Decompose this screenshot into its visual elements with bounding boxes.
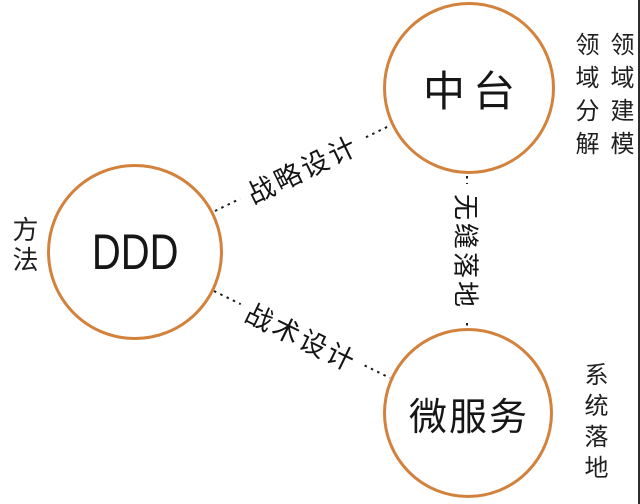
side-label-domain-decomposition: 领域分解	[571, 32, 598, 164]
node-ddd-label: DDD	[91, 224, 179, 280]
node-ddd-circle: DDD	[47, 164, 223, 340]
screenshot-right-edge-line	[638, 0, 640, 504]
node-microservices-label: 微服务	[408, 396, 529, 439]
node-microservices-circle: 微服务	[383, 328, 553, 498]
node-zhongtai-circle: 中台	[383, 2, 555, 174]
side-label-system-landing: 系统落地	[580, 362, 607, 486]
side-label-method: 方法	[9, 216, 39, 276]
side-label-domain-modeling: 领域建模	[606, 32, 633, 164]
node-zhongtai-label: 中台	[422, 67, 523, 115]
edge-label-seamless-landing: 无缝落地	[446, 183, 488, 321]
